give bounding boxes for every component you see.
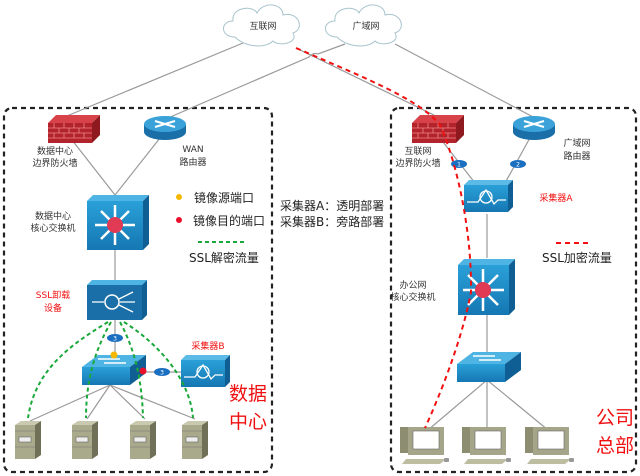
svg-text:1: 1 [457,162,461,169]
office-firewall-icon [411,114,465,144]
office-zone [389,106,638,474]
mirror-source-port [110,351,118,359]
legend-mirror-source-dot [176,194,182,200]
datacenter-zone-label: 数据 [229,383,267,405]
port-badge: 3 [107,334,123,343]
ssl-offload-device-icon [87,280,147,320]
pc-icon [399,426,450,465]
svg-text:3: 3 [160,370,164,377]
collector-a-label: 采集器A [539,192,573,204]
office-firewall-label: 边界防火墙 [395,157,440,169]
deployment-note-a: 采集器A：透明部署 [280,198,384,213]
mirror-dest-port [139,367,147,375]
svg-text:2: 2 [516,162,520,169]
ssl-offload-label: SSL卸载 [36,289,70,301]
wan-cloud-label: 广域网 [352,20,379,32]
dc-router-icon [143,115,187,141]
legend-ssl-encrypted: SSL加密流量 [542,250,612,265]
server-icon [14,420,42,460]
legend-mirror-dest: 镜像目的端口 [193,213,265,228]
office-firewall-label: 互联网 [404,146,431,157]
legend-mirror-dest-dot [176,217,182,223]
link-wan-dc-router [167,43,346,119]
dc-router-label: WAN [182,145,203,155]
pc-icon [461,426,512,465]
office-core-switch-label: 办公网 [399,279,426,291]
office-core-switch-icon [458,259,515,315]
dc-router-label: 路由器 [179,156,206,168]
office-router-icon [512,115,556,141]
office-zone-label: 总部 [596,435,634,457]
office-zone-label: 公司 [596,407,634,429]
ssl-offload-label: 设备 [44,302,62,314]
collector-b-label: 采集器B [191,340,224,352]
office-router-label: 路由器 [563,150,590,162]
ssl-encrypted-flow [295,47,473,429]
deployment-note-b: 采集器B：旁路部署 [280,214,384,229]
dc-core-switch-icon [87,195,149,250]
datacenter-zone-label: 中心 [229,411,267,433]
link-wan-office-router [394,43,536,119]
office-router-label: 广域网 [563,137,590,149]
internet-cloud-label: 互联网 [249,21,276,32]
pc-icon [524,426,575,465]
datacenter-zone [2,106,274,474]
dc-firewall-icon [47,114,101,144]
collector-b-icon [180,354,231,388]
dc-firewall-label: 数据中心 [37,145,73,157]
dc-firewall-label: 边界防火墙 [32,157,77,169]
link-internet-office-firewall [295,47,441,119]
server-icon [129,420,157,460]
port-badge: 3 [154,368,170,377]
office-access-switch-icon [456,351,522,383]
dc-core-switch-label: 核心交换机 [30,222,75,234]
ssl-decrypted-flows [27,321,194,419]
legend-mirror-source: 镜像源端口 [194,190,254,205]
legend-ssl-decrypted: SSL解密流量 [189,250,259,265]
link-internet-dc-firewall [61,42,244,119]
office-core-switch-label: 核心交换机 [390,291,435,303]
port-badge: 2 [510,160,526,169]
collector-a-icon [463,179,514,213]
server-icon [71,420,99,460]
server-icon [181,420,209,460]
port-badge: 1 [451,160,467,169]
svg-text:3: 3 [113,336,117,343]
dc-core-switch-label: 数据中心 [35,210,71,222]
